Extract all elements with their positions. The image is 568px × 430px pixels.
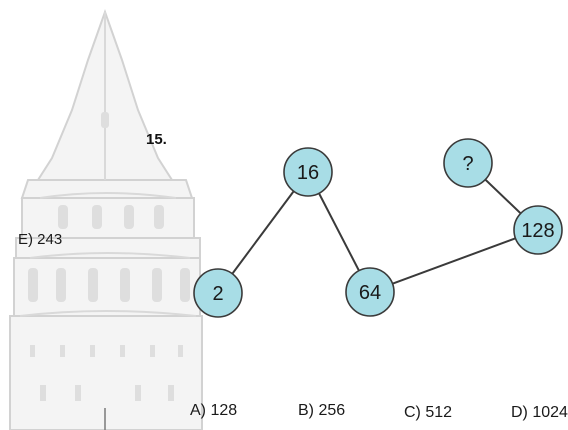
- node-label: 16: [297, 162, 319, 184]
- node-label: ?: [462, 153, 473, 175]
- option-e[interactable]: E) 243: [18, 231, 63, 248]
- node-label: 128: [521, 220, 554, 242]
- node-circle: [443, 138, 493, 188]
- graph-node: ?: [443, 138, 493, 188]
- node-circle: [283, 147, 333, 197]
- graph-node: 2: [193, 268, 243, 318]
- node-circle: [345, 267, 395, 317]
- graph-nodes: 2 16 64 128?: [193, 138, 563, 318]
- graph-edge: [217, 171, 309, 294]
- graph-edge: [369, 229, 539, 293]
- graph-node: 16: [283, 147, 333, 197]
- question-number: 15.: [146, 131, 167, 148]
- option-d[interactable]: D) 1024: [511, 404, 568, 421]
- graph-node: 128: [513, 205, 563, 255]
- graph-node: 64: [345, 267, 395, 317]
- node-label: 2: [212, 283, 223, 305]
- node-label: 64: [359, 282, 381, 304]
- option-a[interactable]: A) 128: [190, 402, 238, 419]
- option-b[interactable]: B) 256: [298, 402, 346, 419]
- node-circle: [513, 205, 563, 255]
- option-c[interactable]: C) 512: [404, 404, 453, 421]
- node-circle: [193, 268, 243, 318]
